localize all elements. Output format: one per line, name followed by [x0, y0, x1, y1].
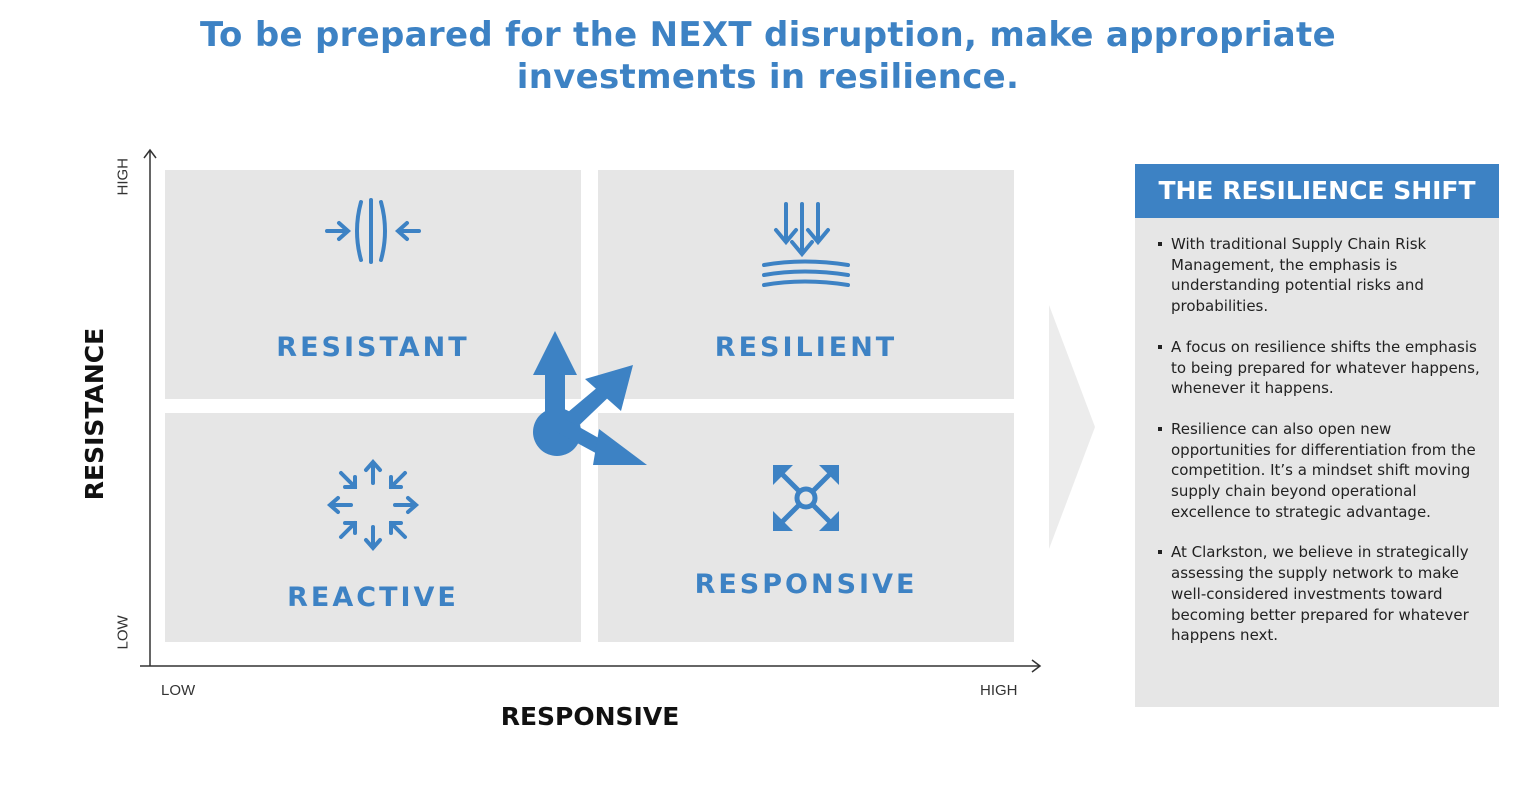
y-axis-high-label: HIGH: [114, 158, 132, 196]
x-axis-title: RESPONSIVE: [500, 702, 680, 731]
y-axis-low-label: LOW: [114, 615, 132, 650]
quadrant-responsive: RESPONSIVE: [598, 413, 1014, 642]
compress-arrows-icon: [325, 198, 421, 264]
panel-bullet: At Clarkston, we believe in strategicall…: [1157, 542, 1487, 646]
absorb-arrows-icon: [762, 202, 850, 287]
resilience-shift-panel: THE RESILIENCE SHIFT With traditional Su…: [1135, 164, 1499, 707]
page-title: To be prepared for the NEXT disruption, …: [0, 14, 1536, 98]
y-axis-title: RESISTANCE: [80, 327, 109, 501]
panel-bullet-list: With traditional Supply Chain Risk Manag…: [1157, 234, 1487, 666]
quadrant-resilient: RESILIENT: [598, 170, 1014, 399]
quadrant-reactive: REACTIVE: [165, 413, 581, 642]
quadrant-label-reactive: REACTIVE: [287, 582, 459, 613]
panel-bullet: Resilience can also open new opportuniti…: [1157, 419, 1487, 523]
x-axis-low-label: LOW: [161, 682, 196, 699]
panel-bullet: With traditional Supply Chain Risk Manag…: [1157, 234, 1487, 317]
title-line-2: investments in resilience.: [516, 57, 1020, 97]
panel-bullet: A focus on resilience shifts the emphasi…: [1157, 337, 1487, 399]
title-line-1: To be prepared for the NEXT disruption, …: [200, 15, 1336, 55]
quadrant-label-resilient: RESILIENT: [714, 332, 898, 363]
quadrant-resistant: RESISTANT: [165, 170, 581, 399]
inward-arrows-ring-icon: [326, 458, 420, 552]
shift-chevron-arrow: [1049, 305, 1095, 549]
quadrant-label-resistant: RESISTANT: [276, 332, 470, 363]
shift-arrows-icon: [533, 331, 647, 465]
expand-arrows-icon: [773, 465, 839, 531]
quadrant-label-responsive: RESPONSIVE: [694, 569, 918, 600]
x-axis-high-label: HIGH: [980, 682, 1018, 699]
panel-header: THE RESILIENCE SHIFT: [1135, 164, 1499, 218]
